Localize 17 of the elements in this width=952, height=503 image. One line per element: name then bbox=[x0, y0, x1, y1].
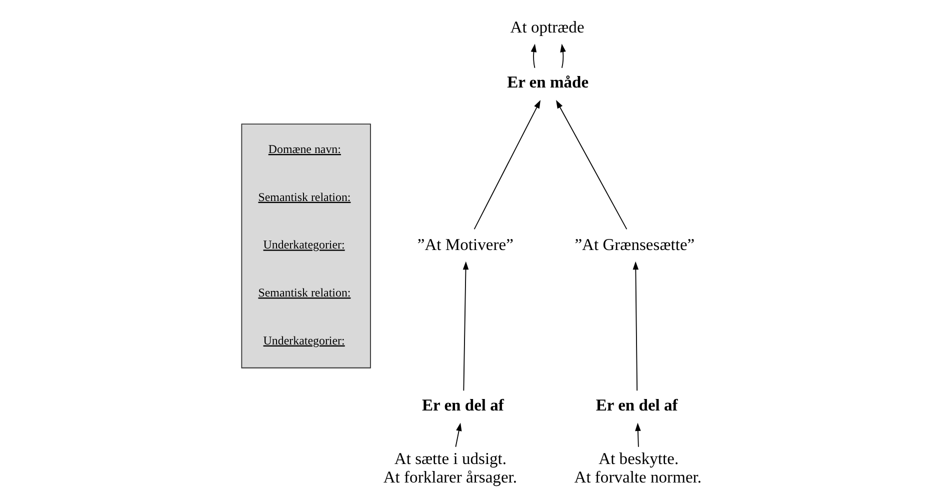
arrow bbox=[462, 261, 468, 392]
arrow bbox=[530, 44, 536, 68]
arrow bbox=[560, 44, 566, 68]
arrow bbox=[473, 100, 540, 230]
node-text: Er en del af bbox=[595, 396, 678, 415]
arrow bbox=[454, 422, 462, 448]
arrow bbox=[556, 100, 627, 230]
node-text: At optræde bbox=[510, 17, 584, 36]
arrow bbox=[632, 261, 638, 392]
arrow bbox=[634, 422, 640, 448]
node-text: ”At Motivere” bbox=[416, 235, 513, 254]
node-text: Er en del af bbox=[421, 396, 504, 415]
node-text: ”At Grænsesætte” bbox=[574, 235, 694, 254]
node-text: At sætte i udsigt. At forklarer årsager. bbox=[382, 448, 517, 486]
node-text: Er en måde bbox=[506, 72, 588, 92]
node-box: Domæne navn: Semantisk relation: Underkategorier: Semantisk relation: Underkategorier: bbox=[240, 124, 370, 368]
node-text: At beskytte. At forvalte normer. bbox=[574, 448, 702, 486]
